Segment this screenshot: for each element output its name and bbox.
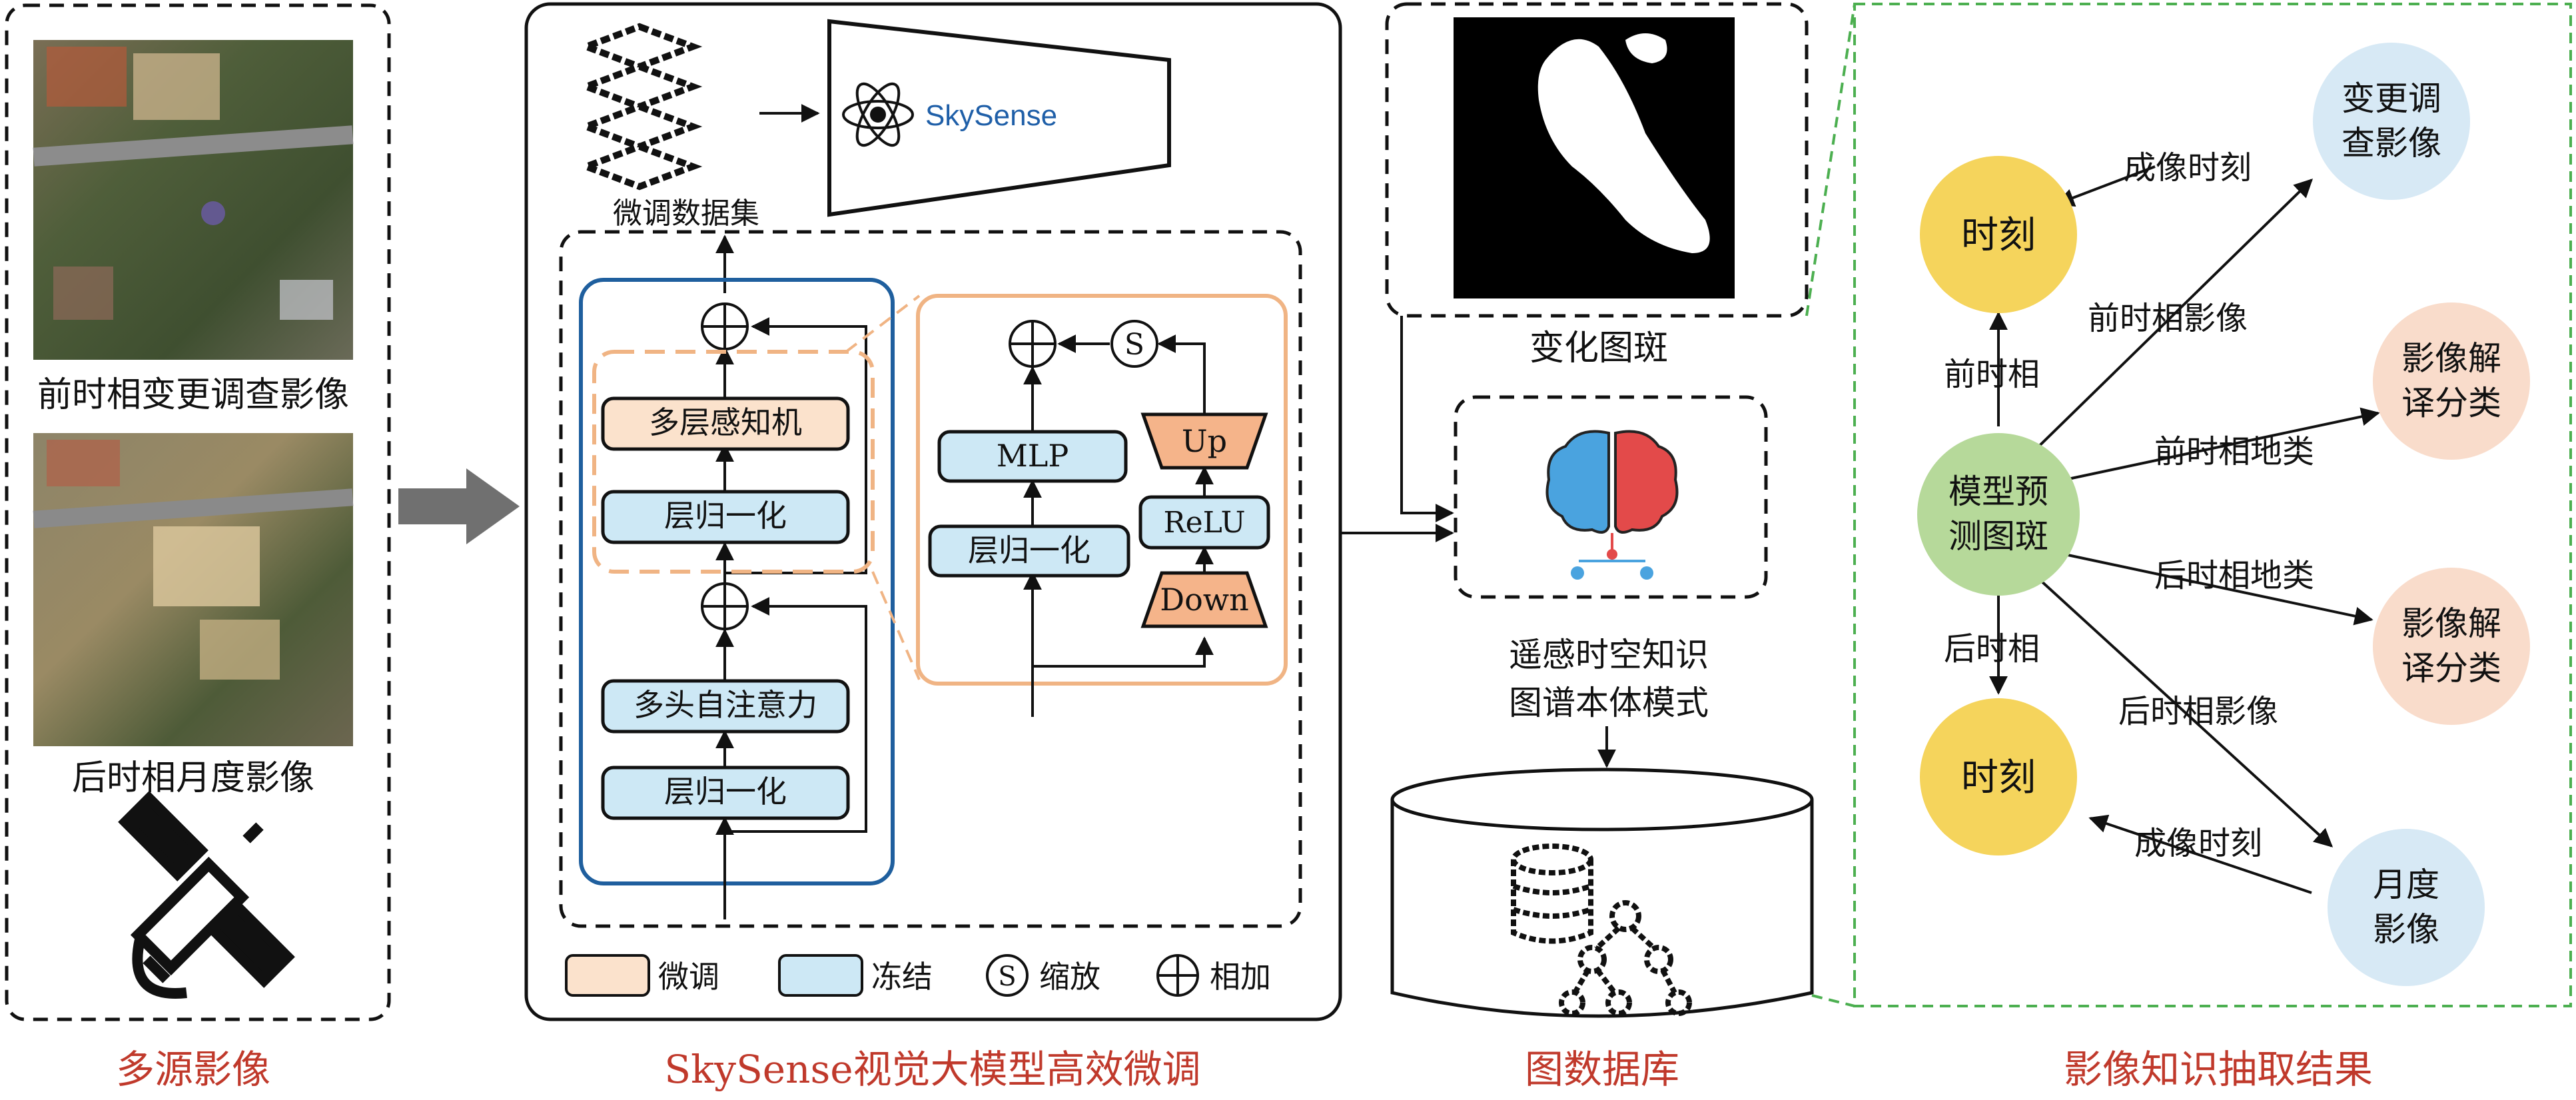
svg-text:相加: 相加: [1210, 959, 1271, 995]
adapter-scale-node: S: [1110, 320, 1158, 368]
skysense-model: SkySense: [827, 19, 1171, 217]
before-image-label: 前时相变更调查影像: [37, 375, 349, 415]
svg-text:MLP: MLP: [997, 438, 1069, 474]
edge-label-prev-image: 前时相影像: [2088, 300, 2248, 337]
database-cylinder: [1390, 768, 1814, 1018]
svg-text:ReLU: ReLU: [1163, 506, 1245, 540]
time-node-bottom: 时刻: [1920, 698, 2077, 855]
caption-graph-db: 图数据库: [1525, 1047, 1679, 1092]
adapter-mlp-box: MLP: [937, 430, 1128, 483]
panel-multi-source: 前时相变更调查影像 后时相月度影像 多源影像: [5, 3, 391, 1092]
svg-text:Up: Up: [1182, 423, 1227, 459]
svg-text:Down: Down: [1160, 582, 1249, 618]
satellite-icon: [118, 791, 295, 999]
mlp-finetune-box: 多层感知机: [601, 396, 850, 451]
svg-text:影像解: 影像解: [2401, 604, 2501, 643]
edge-label-imaging-time-bottom: 成像时刻: [2134, 825, 2262, 862]
edge-label-post-image: 后时相影像: [2118, 693, 2278, 730]
change-label: 变化图斑: [1529, 328, 1668, 368]
svg-text:层归一化: 层归一化: [664, 498, 787, 534]
ontology-label-line1: 遥感时空知识: [1509, 636, 1709, 674]
edge-label-post-phase: 后时相: [1944, 630, 2040, 668]
add-node-2: [701, 582, 749, 630]
layer-norm-box-bottom: 层归一化: [601, 766, 850, 820]
adapter-down-box: Down: [1140, 571, 1268, 628]
after-image: [33, 433, 354, 746]
edge-label-imaging-time-top: 成像时刻: [2124, 149, 2252, 187]
svg-text:测图斑: 测图斑: [1948, 517, 2048, 556]
svg-text:模型预: 模型预: [1948, 472, 2048, 511]
adapter-add-node: [1009, 320, 1057, 368]
svg-text:译分类: 译分类: [2401, 649, 2501, 688]
edge-label-prev-landclass: 前时相地类: [2154, 433, 2314, 470]
edge-label-post-landclass: 后时相地类: [2154, 557, 2314, 594]
change-image-node: 变更调 查影像: [2313, 43, 2470, 200]
panel-graph-db: 变化图斑 遥感时空知识 图谱本体模式: [1385, 2, 1814, 1092]
svg-text:查影像: 查影像: [2342, 124, 2441, 163]
svg-text:月度: 月度: [2373, 865, 2439, 904]
dataset-layers-icon: [576, 23, 703, 191]
dataset-label: 微调数据集: [613, 197, 759, 231]
add-node-1: [701, 302, 749, 350]
svg-text:译分类: 译分类: [2401, 384, 2501, 422]
svg-text:变更调: 变更调: [2342, 79, 2441, 118]
svg-text:时刻: 时刻: [1961, 214, 2036, 257]
before-image: [33, 40, 354, 360]
adapter-up-box: Up: [1140, 412, 1268, 470]
database-graph-icon: [1511, 843, 1692, 1016]
after-image-label: 后时相月度影像: [72, 758, 314, 798]
svg-text:时刻: 时刻: [1961, 756, 2036, 800]
svg-text:S: S: [998, 961, 1016, 992]
flow-arrow-1: [398, 468, 520, 544]
svg-text:冻结: 冻结: [871, 959, 933, 995]
atom-icon: [842, 82, 914, 147]
svg-text:影像解: 影像解: [2401, 339, 2501, 378]
panel-finetune: 微调数据集 SkySense: [524, 2, 1342, 1092]
svg-text:缩放: 缩放: [1039, 959, 1100, 995]
brain-icon: [1545, 430, 1679, 580]
adapter-relu-box: ReLU: [1138, 495, 1270, 550]
legend: 微调 冻结 S 缩放 相加: [565, 954, 1271, 997]
svg-text:多层感知机: 多层感知机: [649, 404, 802, 440]
svg-text:多头自注意力: 多头自注意力: [634, 687, 817, 723]
layer-norm-box-top: 层归一化: [601, 490, 850, 544]
model-name: SkySense: [925, 99, 1057, 132]
svg-text:影像: 影像: [2373, 910, 2439, 949]
caption-knowledge: 影像知识抽取结果: [2064, 1047, 2373, 1092]
svg-text:层归一化: 层归一化: [664, 774, 787, 810]
time-node-top: 时刻: [1920, 156, 2077, 313]
monthly-image-node: 月度 影像: [2328, 829, 2485, 986]
classify-node-top: 影像解 译分类: [2373, 302, 2530, 460]
center-node: 模型预 测图斑: [1917, 433, 2080, 596]
svg-text:S: S: [1124, 328, 1144, 362]
classify-node-bottom: 影像解 译分类: [2373, 568, 2530, 725]
edge-label-prev-phase: 前时相: [1944, 356, 2040, 393]
caption-multi-source: 多源影像: [116, 1047, 270, 1092]
svg-text:微调: 微调: [658, 959, 719, 995]
mhsa-box: 多头自注意力: [601, 679, 850, 734]
panel-knowledge: 时刻 变更调 查影像 模型预 测图斑 影像解 译分类 影像解 译分类 时刻: [1853, 3, 2572, 1092]
change-mask-image: [1454, 17, 1735, 298]
caption-finetune: SkySense视觉大模型高效微调: [664, 1047, 1200, 1092]
adapter-layer-norm-box: 层归一化: [928, 524, 1130, 578]
svg-text:层归一化: 层归一化: [968, 532, 1090, 568]
ontology-label-line2: 图谱本体模式: [1509, 684, 1709, 722]
